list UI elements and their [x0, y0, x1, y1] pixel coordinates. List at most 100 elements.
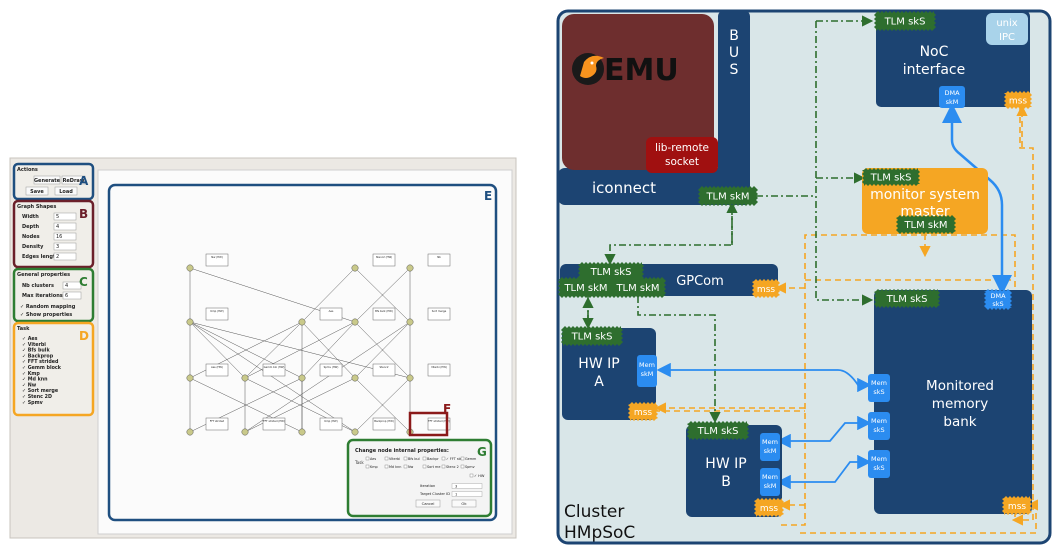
selected-node-highlight: [408, 411, 449, 437]
graph-node-dot: [351, 428, 359, 436]
gpcom-tlm-skm-1-label: TLM skM: [563, 283, 607, 294]
task-option-checkbox[interactable]: [384, 456, 389, 461]
task-option-checkbox[interactable]: [422, 456, 427, 461]
callout-g: G: [477, 445, 487, 459]
shape-label: Width: [22, 214, 39, 220]
ok-label: Ok: [461, 501, 467, 506]
load-button[interactable]: [54, 186, 78, 196]
graph-node[interactable]: Nw (HW): [186, 253, 229, 272]
graph-node[interactable]: Stenc2: [351, 363, 396, 382]
graph-node[interactable]: Gemm blo (HW): [241, 363, 286, 382]
graph-node[interactable]: Stenc2 (HW): [351, 253, 396, 272]
gpcom-tlm-skm-2-label: TLM skM: [615, 283, 659, 294]
graph-node[interactable]: FFT strided: [186, 417, 229, 436]
redraw-button[interactable]: [61, 175, 86, 185]
iteration-input[interactable]: [451, 483, 483, 489]
task-checkbox[interactable]: ✓ Nw: [22, 382, 37, 388]
shape-label: Nodes: [22, 234, 40, 240]
unix-ipc-line1: unix: [996, 18, 1017, 29]
hw-ip-b-line1: HW IP: [705, 456, 746, 472]
task-checkbox[interactable]: ✓ Viterbi: [22, 342, 46, 348]
task-checkbox[interactable]: ✓ Md knn: [22, 377, 48, 383]
general-checkbox[interactable]: ✓ Random mapping: [20, 304, 76, 310]
graph-node[interactable]: FFT strided (HW): [241, 417, 286, 436]
task-option-checkbox[interactable]: [403, 456, 408, 461]
cancel-label: Cancel: [422, 501, 435, 506]
task-option-checkbox[interactable]: [365, 456, 370, 461]
task-option-checkbox[interactable]: [384, 464, 389, 469]
shape-label: Edges length: [22, 254, 59, 260]
hw-ip-b-tlm-sks-label: TLM skS: [697, 426, 739, 437]
task-option-label: Bfs bul: [408, 457, 420, 461]
task-checkbox[interactable]: ✓ Backprop: [22, 353, 54, 359]
ok-button[interactable]: [451, 499, 477, 508]
graph-node-dot: [186, 318, 194, 326]
shape-value: 2: [56, 254, 59, 260]
task-checkbox[interactable]: ✓ Sort merge: [22, 388, 59, 394]
hw-ip-a-mss: [628, 402, 658, 421]
graph-node[interactable]: Backprop (HW): [351, 417, 396, 436]
cancel-button[interactable]: [415, 499, 441, 508]
task-option-checkbox[interactable]: [460, 464, 465, 469]
task-checkbox[interactable]: ✓ FFT strided: [22, 359, 59, 365]
gpcom-tlm-sks-label: TLM skS: [590, 267, 632, 278]
bus-bar: [718, 11, 750, 205]
noc-mss: [1004, 91, 1032, 109]
graph-node[interactable]: Sort merge: [406, 307, 451, 326]
monitor-tlm-skm-label: TLM skM: [903, 220, 947, 231]
hw-ip-b-tlm-sks: [687, 421, 749, 440]
general-checkbox[interactable]: ✓ Show properties: [20, 312, 72, 318]
graph-node[interactable]: Nb: [406, 253, 451, 272]
gpcom-mss-label: mss: [757, 285, 775, 295]
graph-node[interactable]: Kmp (HW): [186, 307, 229, 326]
graph-node-label: Aes (HW): [211, 365, 223, 369]
target-input[interactable]: [451, 491, 483, 497]
graph-node[interactable]: Aes: [298, 307, 343, 326]
graph-node-label: Stenc2: [380, 365, 389, 369]
graph-node[interactable]: Aes (HW): [186, 363, 229, 382]
task-checkbox[interactable]: ✓ Bfs bulk: [22, 348, 50, 354]
monitor-tlm-sks: [862, 168, 920, 186]
task-checkbox[interactable]: ✓ Stenc 2D: [22, 394, 52, 400]
task-checkbox[interactable]: ✓ Gemm block: [22, 365, 62, 371]
graph-node-box: [427, 363, 451, 377]
gpcom-mss: [752, 279, 780, 298]
shape-spinbox[interactable]: [53, 242, 77, 251]
general-spinbox[interactable]: [62, 281, 82, 290]
task-option-checkbox[interactable]: [460, 456, 465, 461]
graph-node[interactable]: Kmp (HW): [298, 417, 343, 436]
shape-spinbox[interactable]: [53, 252, 77, 261]
task-option-checkbox[interactable]: [441, 464, 446, 469]
task-option-checkbox[interactable]: [422, 464, 427, 469]
shape-spinbox[interactable]: [53, 222, 77, 231]
graph-node-dot: [406, 374, 414, 382]
noc-dma-skm: [939, 86, 965, 108]
save-button[interactable]: [25, 186, 49, 196]
graph-node[interactable]: Spmv (HW): [298, 363, 343, 382]
task-option-checkbox[interactable]: [403, 464, 408, 469]
task-option-checkbox[interactable]: [441, 456, 446, 461]
graph-node[interactable]: Viterbi (HW): [406, 363, 451, 382]
general-spinbox[interactable]: [62, 291, 82, 300]
gpcom-tlm-sks: [578, 262, 644, 281]
shape-label: Depth: [22, 224, 40, 230]
generate-button[interactable]: [33, 175, 61, 185]
shape-spinbox[interactable]: [53, 232, 77, 241]
qemu-logo: EMU: [572, 53, 679, 88]
task-checkbox[interactable]: ✓ Spmv: [22, 400, 44, 406]
task-checkbox[interactable]: ✓ Kmp: [22, 371, 40, 377]
hw-checkbox[interactable]: [469, 473, 474, 478]
graph-node[interactable]: Bfs bulk (HW): [351, 307, 396, 326]
load-button-label: Load: [59, 189, 73, 195]
graph-node-box: [205, 417, 229, 431]
shape-spinbox[interactable]: [53, 212, 77, 221]
graph-node-box: [319, 307, 343, 321]
graph-node-box: [319, 363, 343, 377]
graph-node-dot: [186, 264, 194, 272]
task-checkbox[interactable]: ✓ Aes: [22, 336, 38, 342]
memory-line2: memory: [932, 396, 988, 412]
task-option-checkbox[interactable]: [365, 464, 370, 469]
task-option-label: Kmp: [370, 465, 378, 469]
actions-group: Actions Generate ReDraw Save Load A: [12, 162, 95, 201]
